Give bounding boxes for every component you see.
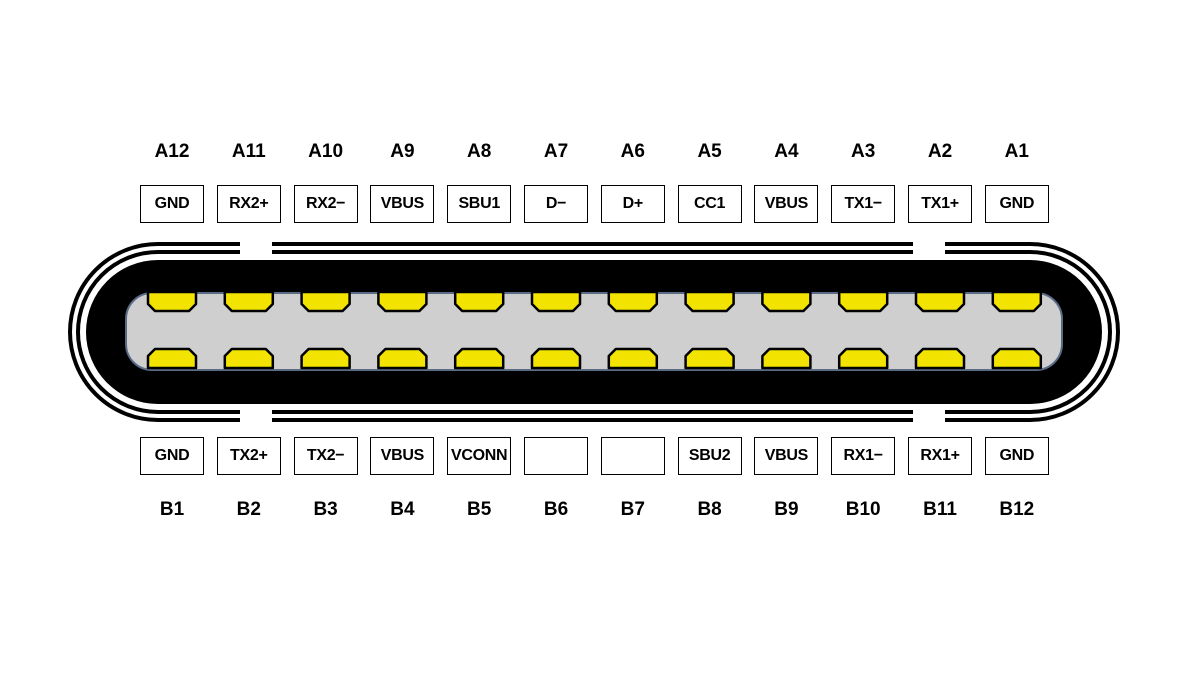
pin-signal-B6 [524, 437, 588, 475]
contact-top-A9 [377, 290, 428, 313]
pin-number-B8: B8 [697, 499, 722, 520]
pin-number-A7: A7 [543, 141, 569, 162]
pin-signal-B9: VBUS [754, 437, 819, 475]
pin-signal-A4: VBUS [754, 185, 819, 223]
contact-bottom-B7 [607, 347, 659, 370]
pin-signal-A3: TX1− [831, 185, 896, 223]
pin-number-B3: B3 [313, 499, 338, 520]
shell-notch-1 [240, 242, 272, 257]
pin-number-A9: A9 [390, 141, 415, 162]
shell-notch-4 [913, 409, 945, 424]
contact-top-A11 [223, 290, 275, 313]
pin-signal-A6: D+ [600, 185, 665, 223]
pin-number-A4: A4 [774, 141, 799, 162]
pin-number-A6: A6 [620, 141, 645, 162]
pin-number-B4: B4 [390, 499, 415, 520]
contact-top-A2 [914, 290, 966, 313]
contact-top-A7 [530, 290, 582, 313]
pin-number-B1: B1 [159, 499, 185, 520]
contact-top-A3 [837, 290, 889, 313]
contact-top-A1 [991, 290, 1043, 313]
pin-signal-B5: VCONN [447, 437, 512, 475]
pin-number-A8: A8 [467, 141, 492, 162]
contact-bottom-B5 [453, 347, 505, 370]
outer-shell-outline [68, 242, 1120, 422]
pin-signal-B7 [600, 437, 665, 475]
pin-number-B7: B7 [620, 499, 645, 520]
pin-number-B11: B11 [923, 499, 957, 520]
contact-top-A6 [607, 290, 659, 313]
contact-bottom-B4 [377, 347, 428, 370]
contact-top-A5 [684, 290, 735, 313]
pin-number-B2: B2 [236, 499, 261, 520]
pin-number-A1: A1 [1004, 141, 1029, 162]
contact-bottom-B10 [837, 347, 889, 370]
contact-bottom-B1 [146, 347, 198, 370]
pin-signal-A10: RX2− [293, 185, 358, 223]
contact-bottom-B11 [914, 347, 966, 370]
pin-signal-A5: CC1 [677, 185, 742, 223]
pin-number-A11: A11 [231, 141, 266, 162]
contact-bottom-B2 [223, 347, 275, 370]
pin-signal-A11: RX2+ [216, 185, 281, 223]
pin-signal-A9: VBUS [370, 185, 435, 223]
pin-signal-B2: TX2+ [216, 437, 281, 475]
pin-signal-A2: TX1+ [908, 185, 972, 223]
pin-signal-B4: VBUS [370, 437, 435, 475]
shell-notch-3 [913, 242, 945, 257]
pin-signal-B3: TX2− [293, 437, 358, 475]
contact-bottom-B3 [300, 347, 351, 370]
contact-bottom-B6 [530, 347, 582, 370]
pin-signal-A7: D− [524, 185, 588, 223]
receptacle-tongue [125, 292, 1063, 371]
pin-number-A12: A12 [154, 141, 190, 162]
contact-top-A12 [146, 290, 198, 313]
pin-signal-B1: GND [140, 437, 204, 475]
pin-number-B5: B5 [467, 499, 492, 520]
pin-number-B6: B6 [543, 499, 569, 520]
pin-signal-A12: GND [140, 185, 204, 223]
pin-number-A3: A3 [851, 141, 876, 162]
contact-bottom-B9 [761, 347, 812, 370]
contact-bottom-B12 [991, 347, 1043, 370]
pin-signal-B12: GND [984, 437, 1049, 475]
contact-top-A4 [761, 290, 812, 313]
pin-signal-A8: SBU1 [447, 185, 512, 223]
pin-number-B12: B12 [999, 499, 1035, 520]
pin-number-A2: A2 [927, 141, 953, 162]
pin-number-A5: A5 [697, 141, 722, 162]
contact-bottom-B8 [684, 347, 735, 370]
pin-signal-A1: GND [984, 185, 1049, 223]
pin-number-B9: B9 [774, 499, 799, 520]
pin-number-B10: B10 [845, 499, 881, 520]
pin-number-A10: A10 [308, 141, 344, 162]
contact-top-A8 [453, 290, 505, 313]
shell-notch-2 [240, 409, 272, 424]
pin-signal-B10: RX1− [831, 437, 896, 475]
contact-top-A10 [300, 290, 351, 313]
pin-signal-B11: RX1+ [908, 437, 972, 475]
pin-signal-B8: SBU2 [677, 437, 742, 475]
inner-shell-outline [76, 250, 1112, 414]
